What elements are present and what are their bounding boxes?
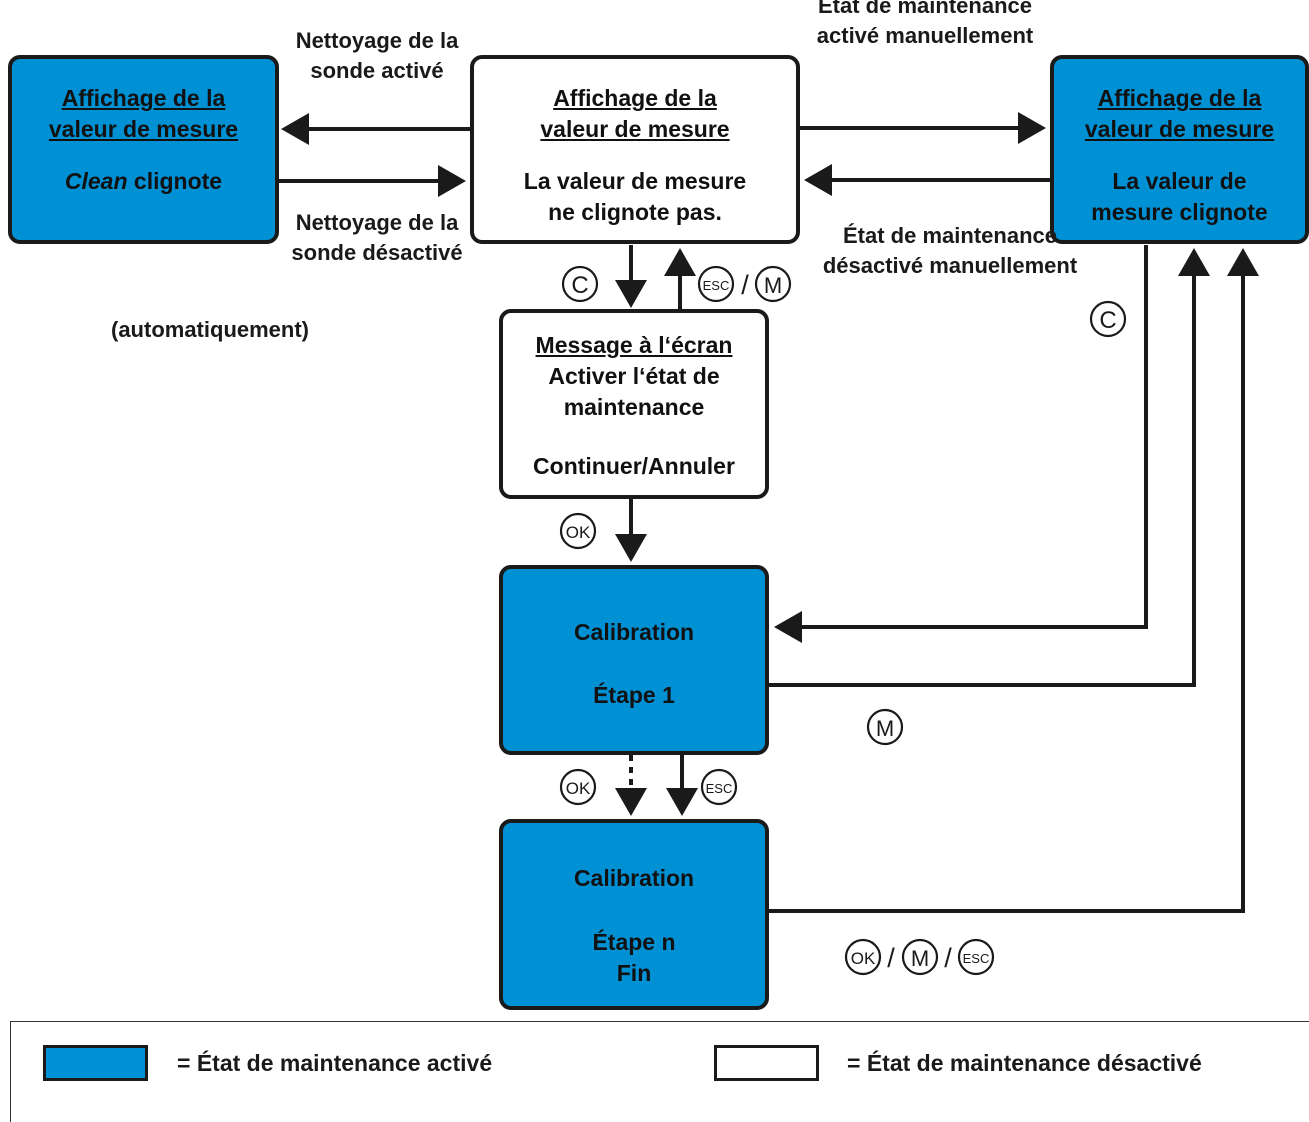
node-title: Affichage de la bbox=[553, 85, 717, 111]
label-maintenance-on: État de maintenance activé manuellement bbox=[816, 0, 1034, 48]
label-clean-on: Nettoyage de la sonde activé bbox=[295, 28, 459, 83]
legend-swatch-inactive bbox=[714, 1045, 819, 1081]
svg-text:C: C bbox=[571, 272, 588, 299]
node-title: valeur de mesure bbox=[48, 116, 239, 142]
esc-key-icon: ESC bbox=[697, 265, 735, 303]
esc-key-icon: ESC bbox=[957, 938, 995, 976]
slash-separator: / bbox=[741, 270, 749, 300]
node-text: Calibration bbox=[573, 619, 695, 645]
svg-text:C: C bbox=[1099, 307, 1116, 334]
legend-label-active: = État de maintenance activé bbox=[177, 1050, 493, 1076]
node-text: Calibration bbox=[573, 865, 695, 891]
svg-text:M: M bbox=[911, 946, 929, 971]
node-screen-message: Message à l‘écran Activer l‘état de main… bbox=[499, 309, 769, 499]
label-clean-off: Nettoyage de la sonde désactivé bbox=[291, 210, 463, 265]
node-title: valeur de mesure bbox=[1084, 116, 1275, 142]
node-text: La valeur de bbox=[1112, 168, 1247, 194]
label-maintenance-off: État de maintenance désactivé manuelleme… bbox=[822, 223, 1078, 278]
clean-word: Clean bbox=[64, 168, 128, 194]
node-title: Affichage de la bbox=[61, 85, 226, 111]
slash-separator: / bbox=[887, 943, 895, 973]
ok-key-icon: OK bbox=[559, 768, 597, 806]
ok-key-icon: OK bbox=[844, 938, 882, 976]
node-measure-clean: Affichage de la valeur de mesure Clean c… bbox=[8, 55, 279, 244]
node-title: Message à l‘écran bbox=[535, 332, 733, 358]
svg-text:OK: OK bbox=[566, 523, 591, 542]
m-key-icon: M bbox=[754, 265, 792, 303]
node-calibration-step1: Calibration Étape 1 bbox=[499, 565, 769, 755]
legend-swatch-active bbox=[43, 1045, 148, 1081]
node-text: Étape n bbox=[592, 929, 676, 955]
legend-label-inactive: = État de maintenance désactivé bbox=[847, 1050, 1202, 1076]
svg-text:ESC: ESC bbox=[706, 781, 733, 796]
legend: = État de maintenance activé = État de m… bbox=[10, 1021, 1309, 1122]
node-title: valeur de mesure bbox=[540, 116, 730, 142]
node-title: Affichage de la bbox=[1097, 85, 1262, 111]
node-text: Étape 1 bbox=[593, 682, 675, 708]
node-text: maintenance bbox=[563, 394, 705, 420]
arrow-cal1-to-right bbox=[768, 248, 1210, 687]
label-automatic: (automatiquement) bbox=[111, 317, 309, 342]
arrow-caln-to-right bbox=[768, 248, 1259, 913]
node-text: Activer l‘état de bbox=[548, 363, 720, 389]
svg-text:OK: OK bbox=[851, 949, 876, 968]
node-text: Continuer/Annuler bbox=[533, 453, 735, 479]
node-text: La valeur de mesure bbox=[523, 168, 747, 194]
node-calibration-stepn: Calibration Étape n Fin bbox=[499, 819, 769, 1010]
esc-key-icon: ESC bbox=[700, 768, 738, 806]
m-key-icon: M bbox=[866, 708, 904, 746]
svg-text:ESC: ESC bbox=[963, 951, 990, 966]
svg-text:OK: OK bbox=[566, 779, 591, 798]
node-text: mesure clignote bbox=[1091, 199, 1268, 225]
node-text: Fin bbox=[616, 960, 652, 986]
c-key-icon: C bbox=[561, 265, 599, 303]
ok-key-icon: OK bbox=[559, 512, 597, 550]
slash-separator: / bbox=[944, 943, 952, 973]
node-text: ne clignote pas. bbox=[548, 199, 722, 225]
node-text: clignote bbox=[127, 168, 223, 194]
node-measure-steady: Affichage de la valeur de mesure La vale… bbox=[470, 55, 800, 244]
svg-text:ESC: ESC bbox=[703, 278, 730, 293]
svg-text:M: M bbox=[764, 273, 782, 298]
node-measure-blinking: Affichage de la valeur de mesure La vale… bbox=[1050, 55, 1309, 244]
arrow-right-to-cal1 bbox=[774, 245, 1148, 643]
m-key-icon: M bbox=[901, 938, 939, 976]
c-key-icon: C bbox=[1089, 300, 1127, 338]
svg-text:M: M bbox=[876, 716, 894, 741]
